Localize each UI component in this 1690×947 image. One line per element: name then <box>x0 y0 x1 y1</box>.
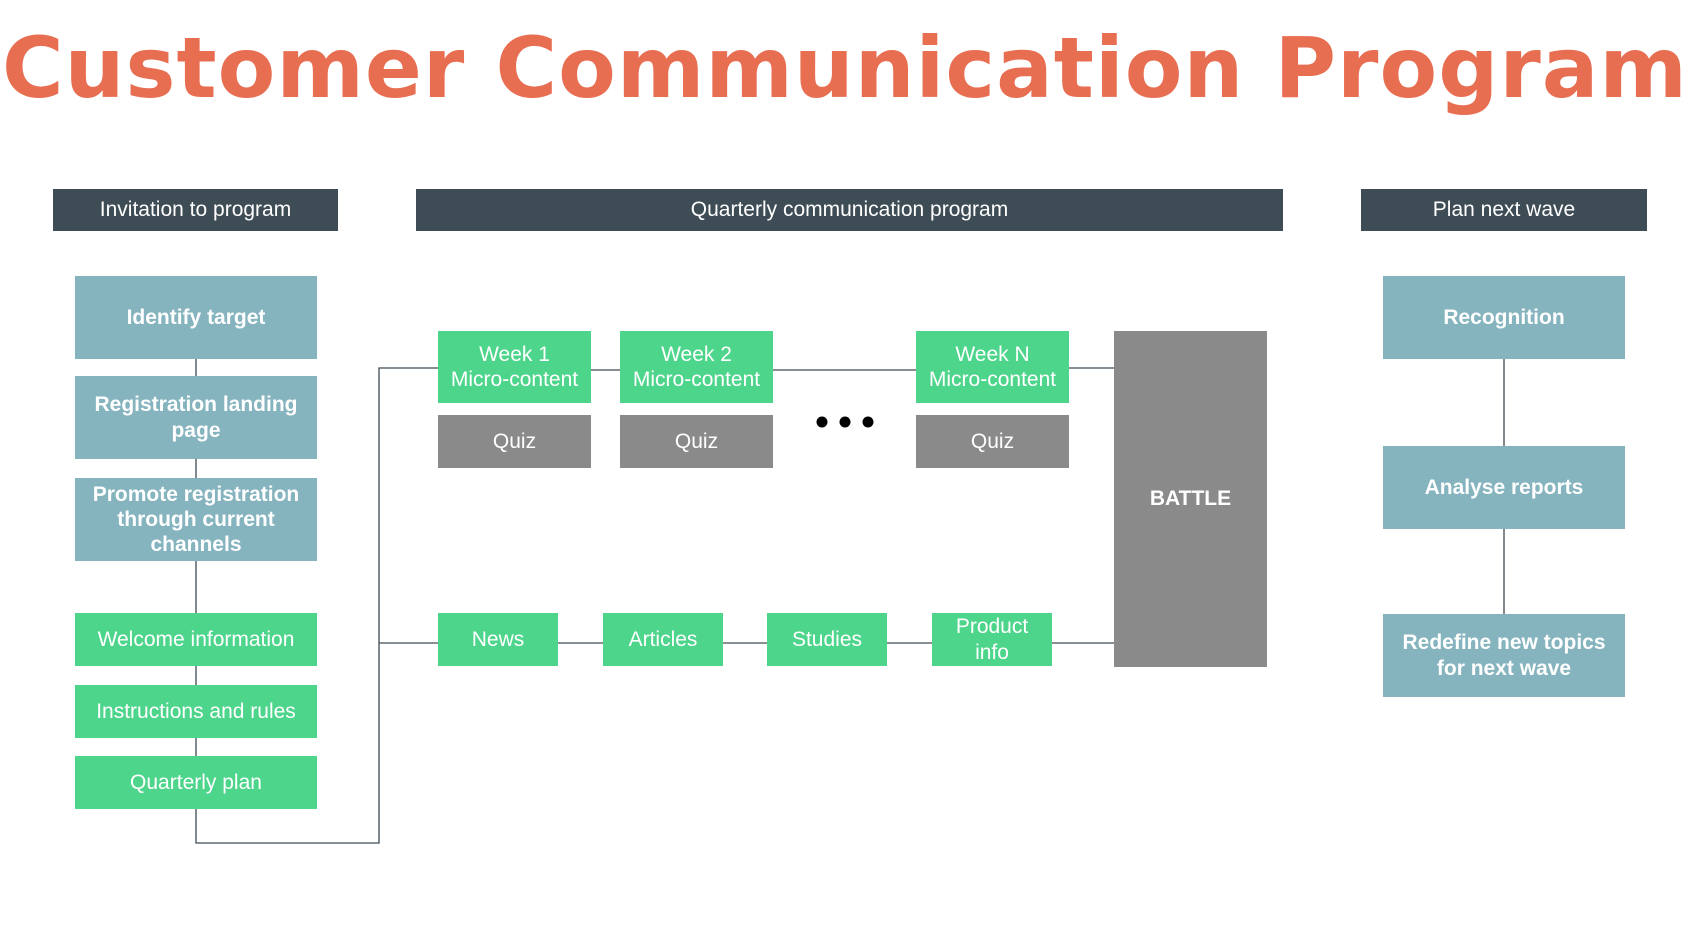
studies-box: Studies <box>767 613 887 666</box>
header-invitation: Invitation to program <box>53 189 338 231</box>
quiz-box-week-n: Quiz <box>916 415 1069 468</box>
product-info-box: Product info <box>932 613 1052 666</box>
instructions-and-rules-box: Instructions and rules <box>75 685 317 738</box>
recognition-box: Recognition <box>1383 276 1625 359</box>
redefine-topics-box: Redefine new topics for next wave <box>1383 614 1625 697</box>
battle-box: BATTLE <box>1114 331 1267 667</box>
articles-box: Articles <box>603 613 723 666</box>
quarterly-plan-box: Quarterly plan <box>75 756 317 809</box>
header-plan-next-wave: Plan next wave <box>1361 189 1647 231</box>
micro-content-label: Micro-content <box>450 368 579 391</box>
micro-content-label: Micro-content <box>928 368 1057 391</box>
ellipsis-icon <box>816 416 874 428</box>
connector-line <box>195 367 438 844</box>
week-label: Week 1 <box>479 342 550 366</box>
micro-content-label: Micro-content <box>632 368 761 391</box>
quiz-box-week-2: Quiz <box>620 415 773 468</box>
welcome-information-box: Welcome information <box>75 613 317 666</box>
registration-landing-page-box: Registration landing page <box>75 376 317 459</box>
quiz-box-week-1: Quiz <box>438 415 591 468</box>
page-title: Customer Communication Program <box>2 19 1688 117</box>
week-label: Week 2 <box>661 342 732 366</box>
header-quarterly: Quarterly communication program <box>416 189 1283 231</box>
analyse-reports-box: Analyse reports <box>1383 446 1625 529</box>
promote-registration-box: Promote registration through current cha… <box>75 478 317 561</box>
identify-target-box: Identify target <box>75 276 317 359</box>
news-box: News <box>438 613 558 666</box>
week-label: Week N <box>955 342 1030 366</box>
